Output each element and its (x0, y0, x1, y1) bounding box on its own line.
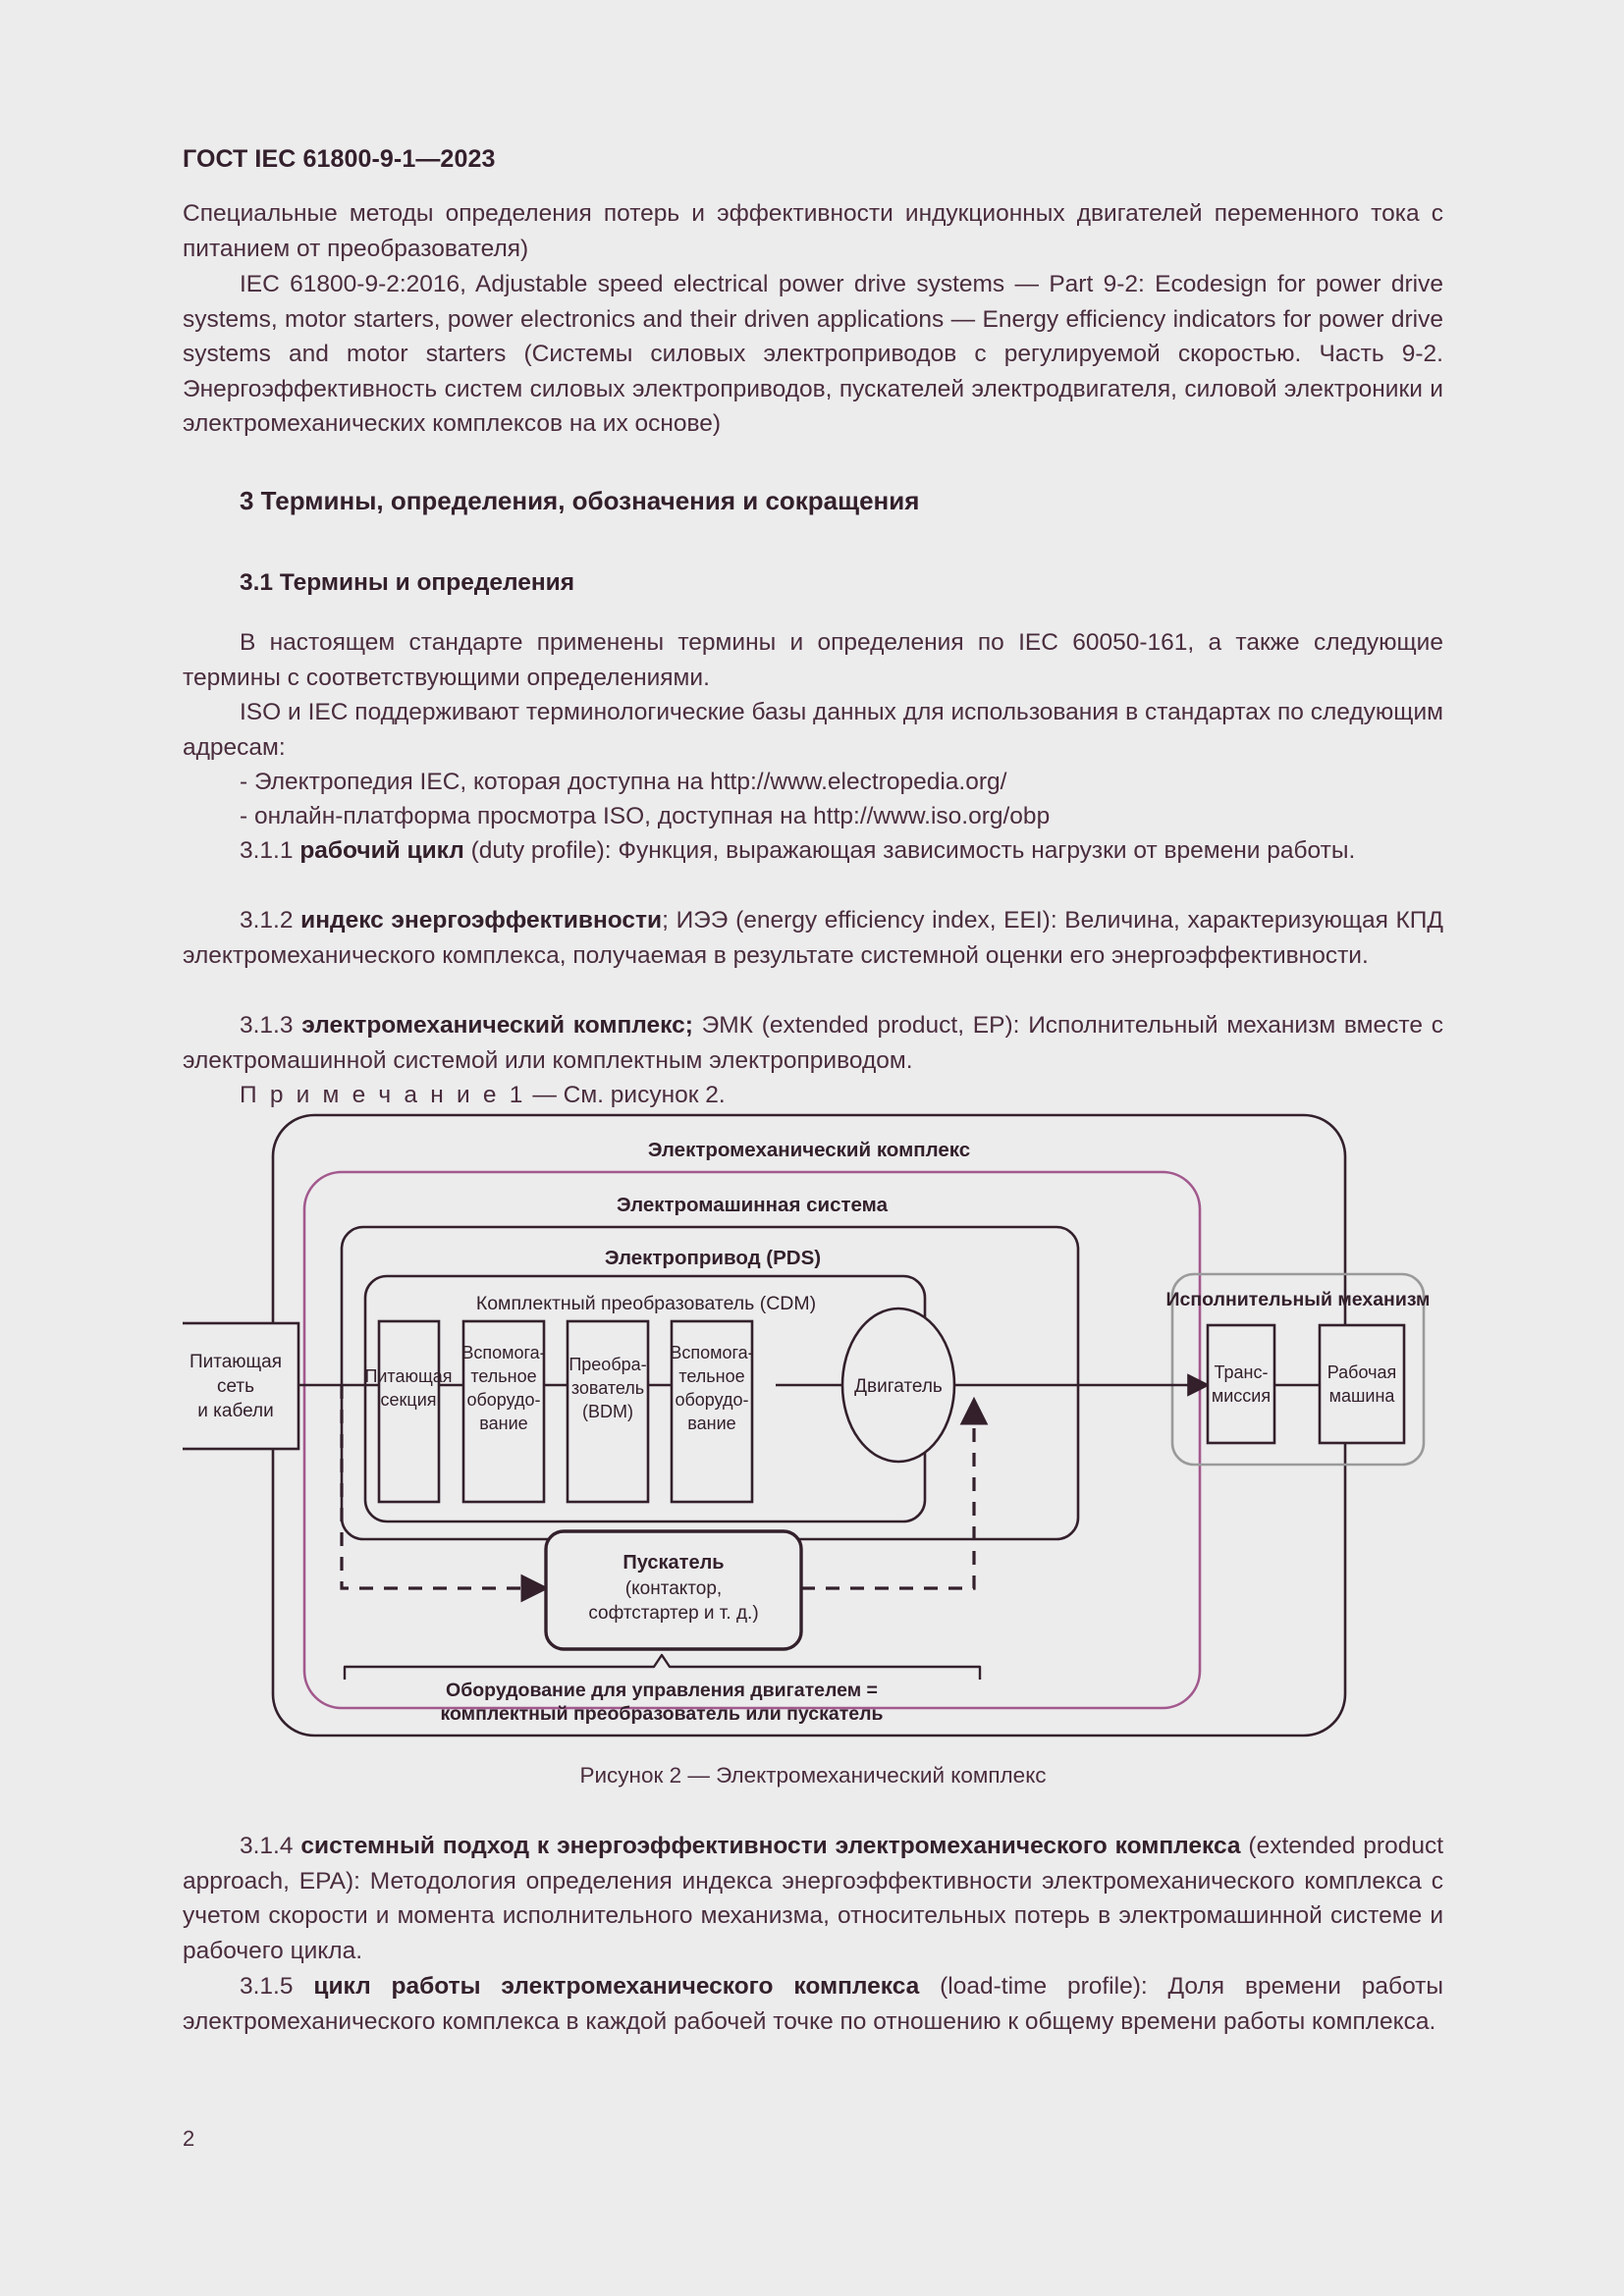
box-supply-network-line-3: и кабели (197, 1401, 274, 1421)
term-3-1-3: 3.1.3 электромеханический комплекс; ЭМК … (183, 1008, 1443, 1078)
note-1: П р и м е ч а н и е 1 — См. рисунок 2. (183, 1078, 1443, 1113)
boundary-driven-equipment (1170, 1272, 1426, 1467)
box-auxiliary-equipment-1-line-1: Вспомога- (461, 1343, 545, 1362)
term-definition: (duty profile): Функция, выражающая зави… (470, 837, 1356, 864)
dashed-link-supply-to-starter (340, 1385, 550, 1603)
term-3-1-4: 3.1.4 системный подход к энергоэффективн… (183, 1829, 1443, 1968)
box-basic-drive-module-line-2: зователь (571, 1378, 644, 1398)
term-number: 3.1.1 (240, 837, 294, 864)
term-number: 3.1.3 (240, 1012, 294, 1039)
box-motor-label: Двигатель (854, 1376, 943, 1397)
term-3-1-2: 3.1.2 индекс энергоэффективности; ИЭЭ (e… (183, 903, 1443, 973)
box-starter-line-1: Пускатель (623, 1552, 724, 1574)
paragraph-iec-reference: IEC 61800-9-2:2016, Adjustable speed ele… (183, 271, 1443, 437)
box-feeding-section-line-2: секция (381, 1390, 437, 1410)
box-starter (544, 1529, 803, 1651)
box-auxiliary-equipment-1-line-2: тельное (470, 1366, 536, 1386)
label-extended-product: Электромеханический комплекс (648, 1139, 970, 1161)
box-transmission (1206, 1323, 1276, 1445)
term-3-1-5: 3.1.5 цикл работы электромеханического к… (183, 1969, 1443, 2039)
box-supply-network (183, 1321, 300, 1451)
label-driven-equipment: Исполнительный механизм (1166, 1289, 1431, 1310)
term-3-1-1: 3.1.1 рабочий цикл (duty profile): Функц… (183, 833, 1443, 869)
box-auxiliary-equipment-2-line-2: тельное (678, 1366, 744, 1386)
term-number: 3.1.2 (240, 907, 294, 934)
box-starter-line-2: (контактор, (625, 1578, 722, 1599)
box-driven-machine-line-2: машина (1329, 1386, 1396, 1406)
brace-motor-control-equipment (343, 1653, 982, 1680)
term-name: рабочий цикл (299, 837, 464, 864)
box-driven-machine-line-1: Рабочая (1327, 1362, 1396, 1382)
label-pds: Электропривод (PDS) (605, 1247, 821, 1269)
box-auxiliary-equipment-2-line-1: Вспомога- (670, 1343, 753, 1362)
paragraph-continuation: Специальные методы определения потерь и … (183, 200, 1443, 262)
page-number: 2 (183, 2126, 195, 2151)
brace-label-line-2: комплектный преобразователь или пускател… (441, 1703, 884, 1725)
box-auxiliary-equipment-1 (461, 1319, 546, 1504)
box-feeding-section (377, 1319, 441, 1504)
box-auxiliary-equipment-1-line-3: оборудо- (466, 1390, 540, 1410)
box-auxiliary-equipment-2 (670, 1319, 754, 1504)
figure-caption: Рисунок 2 — Электромеханический комплекс (579, 1763, 1047, 1788)
box-auxiliary-equipment-1-line-4: вание (479, 1414, 527, 1433)
boundary-electrical-machine-system (302, 1170, 1202, 1710)
term-number: 3.1.5 (240, 1973, 294, 2000)
box-motor (840, 1307, 956, 1464)
list-item-iso-obp: - онлайн-платформа просмотра ISO, доступ… (240, 803, 1051, 829)
term-name: цикл работы электромеханического комплек… (313, 1973, 920, 2000)
note-label: П р и м е ч а н и е 1 (240, 1082, 526, 1108)
label-electrical-machine-system: Электромашинная система (617, 1194, 889, 1216)
box-driven-machine (1318, 1323, 1406, 1445)
term-number: 3.1.4 (240, 1833, 294, 1859)
dashed-link-starter-to-motor (801, 1396, 989, 1590)
term-definition: (load-time profile): Доля времени работы… (183, 1973, 1443, 2035)
term-definition: ; ИЭЭ (energy efficiency index, EEI): Ве… (183, 907, 1444, 969)
box-basic-drive-module-line-1: Преобра- (568, 1355, 646, 1374)
box-transmission-line-2: миссия (1212, 1386, 1271, 1406)
box-auxiliary-equipment-2-line-3: оборудо- (675, 1390, 748, 1410)
box-feeding-section-line-1: Питающая (364, 1366, 452, 1386)
term-definition: ЭМК (extended product, EP): Исполнительн… (183, 1012, 1443, 1074)
paragraph-terms-intro: В настоящем стандарте применены термины … (183, 629, 1443, 691)
box-basic-drive-module-line-3: (BDM) (582, 1402, 633, 1421)
term-name: системный подход к энергоэффективности э… (300, 1833, 1241, 1859)
brace-label-line-1: Оборудование для управления двигателем = (446, 1680, 878, 1701)
box-starter-line-3: софтстартер и т. д.) (588, 1603, 758, 1624)
label-cdm: Комплектный преобразователь (CDM) (476, 1293, 816, 1314)
paragraph-iso-iec-databases: ISO и IEC поддерживают терминологические… (183, 699, 1443, 761)
heading-section-3: 3 Термины, определения, обозначения и со… (240, 486, 920, 515)
box-basic-drive-module (566, 1319, 650, 1504)
list-item-electropedia: - Электропедия IEC, которая доступна на … (240, 769, 1007, 795)
box-auxiliary-equipment-2-line-4: вание (687, 1414, 735, 1433)
term-name: электромеханический комплекс; (301, 1012, 693, 1039)
figure-2-diagram: Электромеханический комплекс Электромаши… (183, 1107, 1443, 1755)
term-definition: (extended product approach, EPA): Методо… (183, 1833, 1444, 1964)
heading-section-3-1: 3.1 Термины и определения (240, 569, 575, 596)
box-supply-network-line-1: Питающая (189, 1352, 282, 1372)
box-supply-network-line-2: сеть (217, 1376, 254, 1397)
box-transmission-line-1: Транс- (1215, 1362, 1269, 1382)
document-header: ГОСТ IEC 61800-9-1—2023 (183, 145, 496, 173)
note-text: — См. рисунок 2. (525, 1082, 726, 1108)
term-name: индекс энергоэффективности (300, 907, 663, 934)
